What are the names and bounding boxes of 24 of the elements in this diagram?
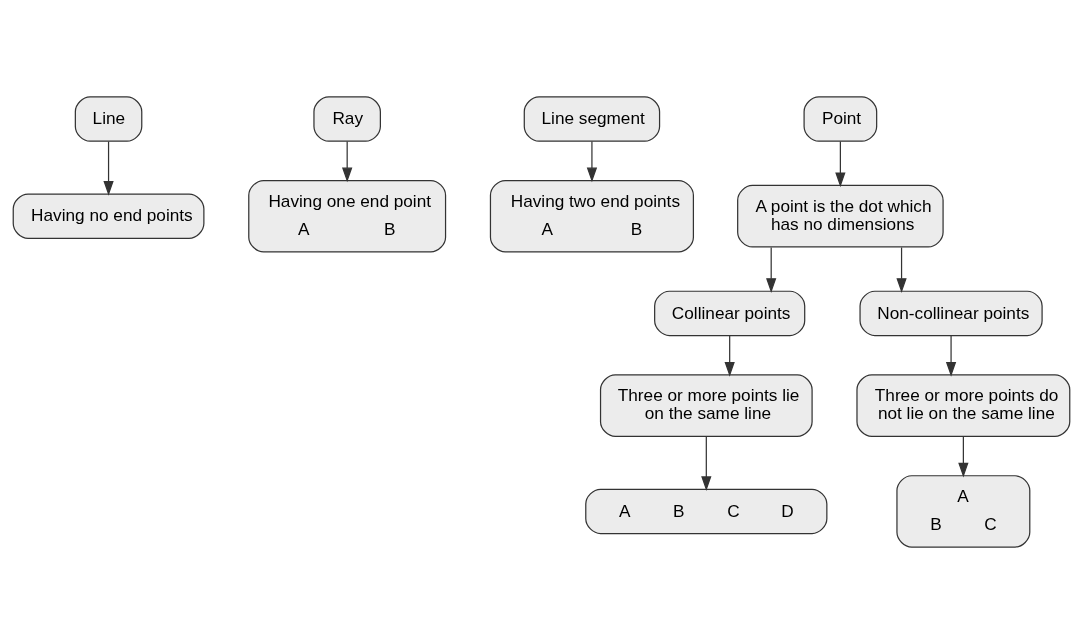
node-box: Having two end points A B [489, 179, 694, 253]
node-box: Point [803, 96, 878, 142]
arrow [103, 140, 114, 196]
node-box: Ray [313, 96, 381, 142]
arrow [586, 140, 598, 183]
node-box: Collinear points [654, 290, 806, 337]
node-box: Line segment [523, 96, 661, 142]
arrow [896, 246, 907, 293]
node-box: Non-collinear points [859, 290, 1043, 337]
node-box: Having one end point A B [248, 179, 447, 253]
arrow [766, 246, 777, 293]
arrow [342, 140, 353, 183]
node-box: A B C [896, 475, 1031, 548]
node-box: Having no end points [12, 193, 205, 239]
node-box: Line [74, 96, 143, 142]
node-box: Three or more points lie on the same line [599, 374, 813, 437]
node-box: A point is the dot which has no dimensions [737, 184, 944, 248]
arrow [958, 436, 969, 478]
arrow [945, 335, 957, 377]
node-box: Three or more points do not lie on the same line [856, 374, 1071, 437]
node-box: A B C D [585, 488, 828, 535]
arrow [701, 436, 712, 492]
arrow [724, 335, 735, 377]
arrow [835, 140, 846, 188]
